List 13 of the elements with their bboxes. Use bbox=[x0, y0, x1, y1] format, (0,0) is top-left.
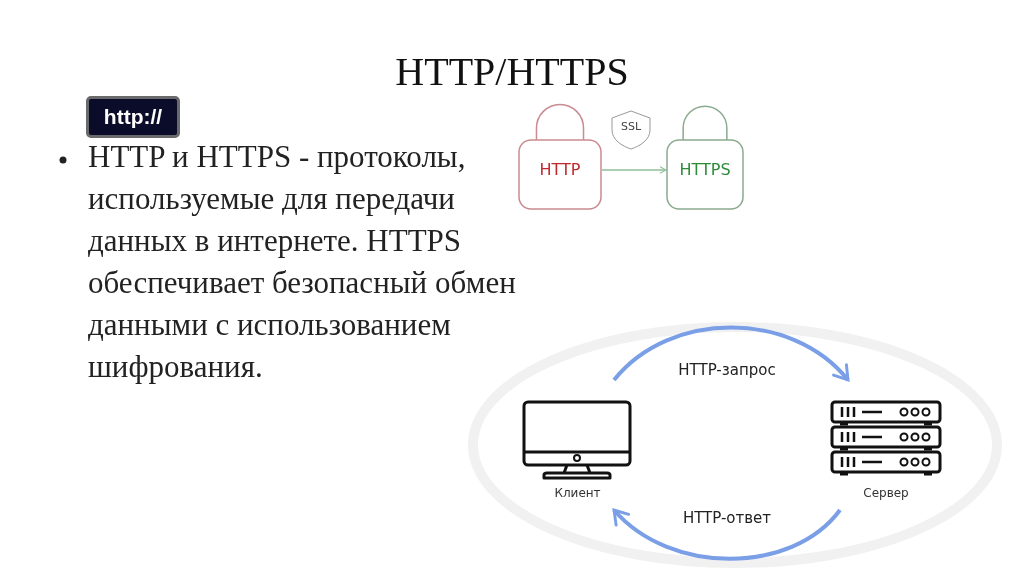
edge-label: HTTP-запрос bbox=[677, 361, 777, 379]
node-label: HTTP bbox=[538, 160, 582, 179]
bullet-text: HTTP и HTTPS - протоколы, используемые для передачи данных в интернете. HTTPS обеспечивает безопасный обмен данными с использованием шифрования. bbox=[88, 138, 517, 386]
url-badge: http:// bbox=[86, 96, 180, 138]
arrow bbox=[601, 166, 667, 174]
node-label: SSL bbox=[619, 120, 643, 133]
node-label: Сервер bbox=[862, 486, 910, 500]
edge-label: HTTP-ответ bbox=[681, 509, 773, 527]
slide-title: HTTP/HTTPS bbox=[394, 48, 630, 95]
arrow bbox=[612, 325, 850, 382]
node-label: HTTPS bbox=[678, 160, 732, 179]
node-label: Клиент bbox=[553, 486, 602, 500]
arrow bbox=[612, 508, 842, 561]
